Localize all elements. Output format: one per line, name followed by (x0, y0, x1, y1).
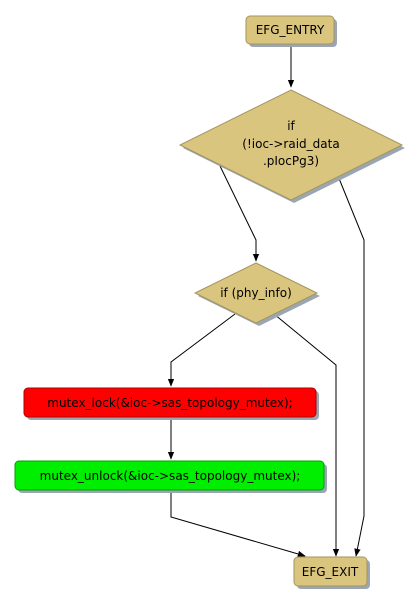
edge-if-phy-to-exit (273, 313, 340, 557)
node-if-ioc: if (!ioc->raid_data .pIocPg3) (178, 89, 405, 203)
exit-label: EFG_EXIT (302, 565, 359, 579)
mutex-lock-box (23, 387, 317, 418)
edge-if-phy-to-lock (167, 313, 236, 387)
node-entry: EFG_ENTRY (245, 15, 337, 47)
node-if-phy: if (phy_info) (193, 262, 320, 326)
if-ioc-line-1: if (287, 119, 295, 133)
edge-if-ioc-to-if-phy (219, 165, 260, 262)
edges (167, 45, 365, 558)
entry-label: EFG_ENTRY (256, 23, 325, 37)
mutex-unlock-label: mutex_unlock(&ioc->sas_topology_mutex); (40, 469, 301, 483)
if-ioc-line-2: (!ioc->raid_data (242, 137, 339, 151)
edge-unlock-to-exit (170, 492, 306, 558)
if-phy-label: if (phy_info) (220, 286, 292, 300)
node-mutex-lock: mutex_lock(&ioc->sas_topology_mutex); (23, 387, 319, 420)
node-exit: EFG_EXIT (293, 556, 370, 589)
node-mutex-unlock: mutex_unlock(&ioc->sas_topology_mutex); (14, 460, 327, 493)
mutex-lock-label: mutex_lock(&ioc->sas_topology_mutex); (47, 396, 292, 410)
edge-if-ioc-to-exit (335, 170, 365, 557)
entry-box (245, 15, 335, 45)
exit-box (293, 556, 368, 587)
if-ioc-diamond (178, 89, 404, 201)
mutex-unlock-box (14, 460, 325, 491)
if-phy-diamond (193, 262, 319, 324)
if-ioc-line-3: .pIocPg3) (263, 154, 319, 168)
